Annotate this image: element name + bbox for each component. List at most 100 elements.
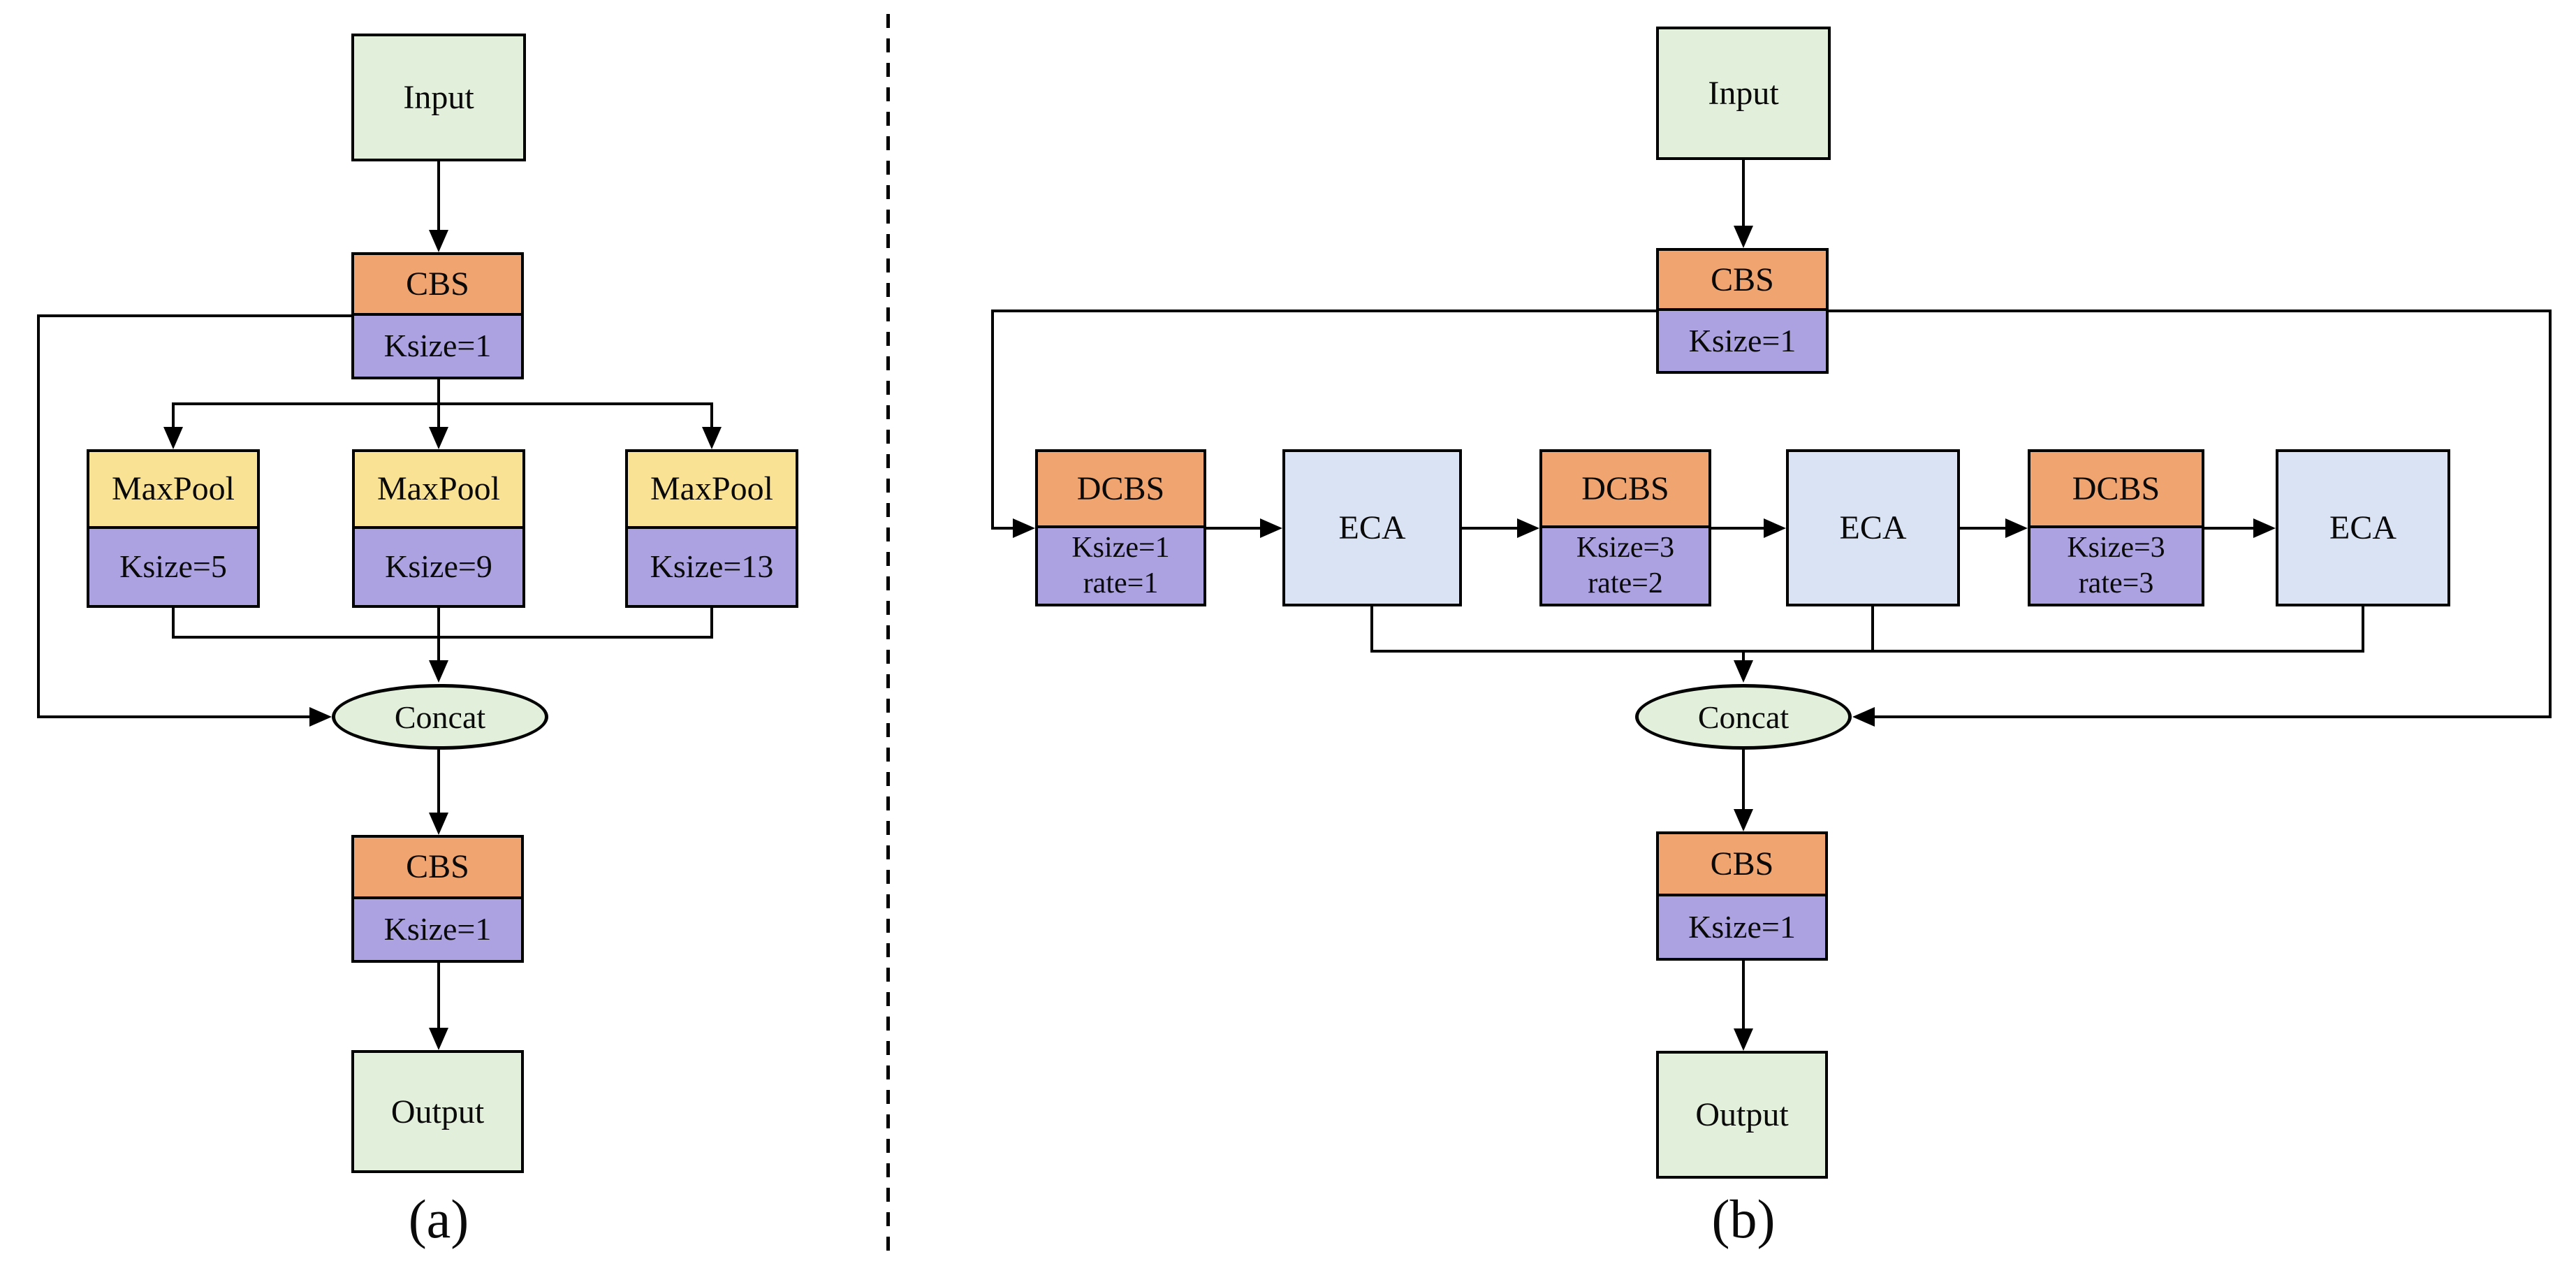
b-skip-left-arrow <box>1013 518 1035 538</box>
a-branch-arrow-1 <box>163 427 183 449</box>
b-dcbs1-param2: rate=1 <box>1083 567 1159 599</box>
b-row-arrow-2 <box>1517 518 1539 538</box>
b-cbs1-title: CBS <box>1711 261 1774 298</box>
b-merge-drop-1 <box>1370 606 1373 653</box>
b-dcbs2-block: DCBS Ksize=3 rate=2 <box>1539 449 1711 606</box>
b-row-arrow-1 <box>1260 518 1282 538</box>
a-cbs1-title: CBS <box>406 265 469 303</box>
a-branch-drop-3 <box>710 402 713 431</box>
a-merge-bar <box>172 636 713 639</box>
b-cbs-to-output-line <box>1742 961 1745 1030</box>
b-dcbs2-param1: Ksize=3 <box>1576 531 1675 564</box>
b-concat-to-cbs-arrow <box>1734 809 1753 831</box>
a-cbs2-param-cell: Ksize=1 <box>354 898 521 960</box>
a-concat-to-cbs-arrow <box>429 813 448 835</box>
a-cbs-to-output-arrow <box>429 1028 448 1050</box>
a-merge-drop-1 <box>172 608 175 639</box>
a-maxpool3-block: MaxPool Ksize=13 <box>625 449 798 608</box>
b-input-to-cbs-line <box>1742 160 1745 227</box>
b-cbs2-title: CBS <box>1710 845 1774 882</box>
b-dcbs3-param2: rate=3 <box>2078 567 2154 599</box>
b-cbs2-block: CBS Ksize=1 <box>1656 831 1828 961</box>
b-dcbs1-title: DCBS <box>1076 470 1165 507</box>
a-concat-in-arrow <box>429 660 448 683</box>
b-concat-node: Concat <box>1635 684 1852 750</box>
a-concat-to-cbs-line <box>437 750 440 815</box>
a-maxpool2-param-cell: Ksize=9 <box>355 528 522 605</box>
a-merge-stem <box>437 636 440 663</box>
b-output-box: Output <box>1656 1051 1828 1179</box>
b-eca3-box: ECA <box>2276 449 2450 606</box>
a-maxpool3-title-cell: MaxPool <box>628 452 796 529</box>
b-eca1-box: ECA <box>1282 449 1462 606</box>
b-row-link-3 <box>1711 527 1766 530</box>
b-eca3-label: ECA <box>2329 509 2396 546</box>
a-cbs2-title: CBS <box>406 848 469 886</box>
b-merge-bar <box>1370 650 2364 653</box>
b-cbs-to-output-arrow <box>1734 1028 1753 1051</box>
b-eca2-box: ECA <box>1786 449 1960 606</box>
b-dcbs3-title-cell: DCBS <box>2030 452 2202 528</box>
a-cbs1-block: CBS Ksize=1 <box>351 252 524 379</box>
a-branch-arrow-2 <box>429 427 448 449</box>
b-row-arrow-4 <box>2005 518 2028 538</box>
a-skip-line-bottom <box>37 715 312 718</box>
b-merge-drop-2 <box>1871 606 1874 653</box>
b-cbs2-param: Ksize=1 <box>1688 908 1796 945</box>
a-caption: (a) <box>408 1188 469 1249</box>
a-cbs1-param-cell: Ksize=1 <box>354 316 521 377</box>
b-dcbs2-param2: rate=2 <box>1588 567 1663 599</box>
a-maxpool3-param-cell: Ksize=13 <box>628 528 796 605</box>
a-maxpool3-param: Ksize=13 <box>650 548 774 585</box>
a-branch-arrow-3 <box>702 427 722 449</box>
a-merge-drop-3 <box>710 608 713 639</box>
a-skip-arrow <box>309 707 332 727</box>
a-branch-stem <box>437 379 440 405</box>
a-input-label: Input <box>403 79 474 116</box>
b-cbs2-title-cell: CBS <box>1659 834 1825 896</box>
a-cbs1-title-cell: CBS <box>354 255 521 316</box>
a-cbs2-param: Ksize=1 <box>383 911 492 947</box>
b-skip-left-top <box>991 310 1656 312</box>
b-skip-right-top <box>1829 310 2552 312</box>
b-dcbs2-param-cell: Ksize=3 rate=2 <box>1542 528 1708 604</box>
b-output-label: Output <box>1695 1096 1789 1133</box>
b-row-link-2 <box>1462 527 1520 530</box>
a-skip-line-left <box>37 314 40 718</box>
b-skip-left-drop <box>991 310 994 530</box>
a-branch-drop-1 <box>172 402 175 431</box>
a-maxpool1-title: MaxPool <box>111 470 235 508</box>
a-concat-label: Concat <box>394 699 486 735</box>
b-row-link-4 <box>1960 527 2008 530</box>
b-eca2-label: ECA <box>1839 509 1907 546</box>
b-dcbs1-block: DCBS Ksize=1 rate=1 <box>1035 449 1206 606</box>
b-skip-right-arrow <box>1852 707 1875 727</box>
b-eca1-label: ECA <box>1338 509 1406 546</box>
b-caption: (b) <box>1711 1188 1776 1249</box>
a-input-to-cbs-arrow <box>429 230 448 252</box>
a-cbs1-param: Ksize=1 <box>383 328 492 364</box>
a-maxpool2-param: Ksize=9 <box>385 548 492 585</box>
a-cbs2-title-cell: CBS <box>354 838 521 899</box>
a-maxpool2-title-cell: MaxPool <box>355 452 522 529</box>
b-merge-drop-3 <box>2362 606 2364 653</box>
b-cbs1-title-cell: CBS <box>1659 251 1826 311</box>
b-skip-right-drop <box>2549 310 2552 718</box>
a-cbs2-block: CBS Ksize=1 <box>351 835 524 963</box>
b-dcbs3-title: DCBS <box>2072 470 2160 507</box>
b-dcbs3-param-cell: Ksize=3 rate=3 <box>2030 528 2202 604</box>
b-cbs1-block: CBS Ksize=1 <box>1656 248 1829 374</box>
b-concat-to-cbs-line <box>1742 750 1745 812</box>
a-maxpool1-title-cell: MaxPool <box>89 452 257 529</box>
b-skip-right-bottom <box>1873 715 2552 718</box>
a-maxpool1-block: MaxPool Ksize=5 <box>87 449 260 608</box>
b-input-to-cbs-arrow <box>1734 226 1753 248</box>
panel-divider-dashed-line <box>886 14 890 1258</box>
b-skip-left-stub <box>991 527 1017 530</box>
b-dcbs3-param1: Ksize=3 <box>2067 531 2165 564</box>
a-input-to-cbs-line <box>437 161 440 233</box>
b-dcbs3-block: DCBS Ksize=3 rate=3 <box>2028 449 2204 606</box>
b-row-arrow-3 <box>1764 518 1786 538</box>
a-concat-node: Concat <box>332 684 548 750</box>
